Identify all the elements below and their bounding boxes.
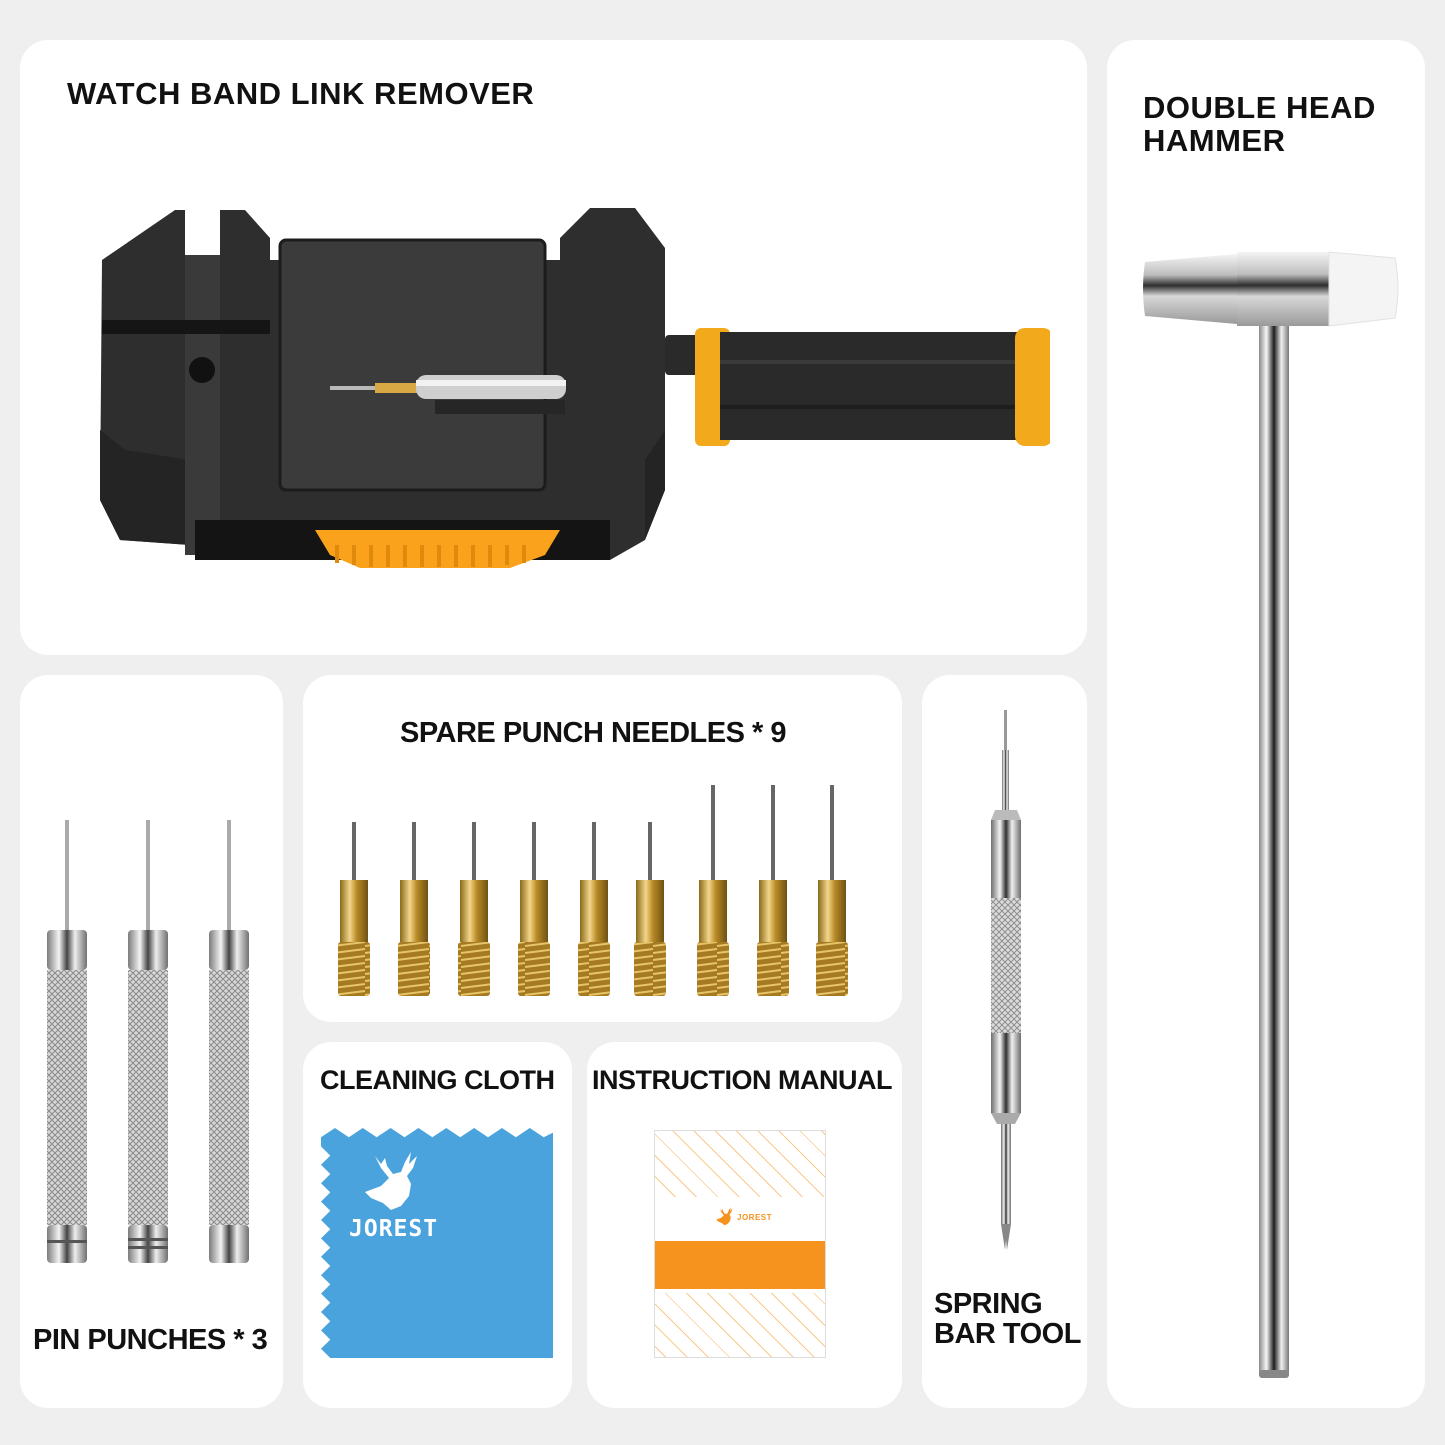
pin-punches-title: PIN PUNCHES * 3: [33, 1324, 268, 1356]
manual-orange-band: [655, 1241, 825, 1289]
needle-1: [338, 822, 370, 996]
cleaning-cloth-panel: CLEANING CLOTH JOREST: [303, 1042, 572, 1408]
spring-bar-title-line2: BAR TOOL: [934, 1318, 1081, 1351]
spring-bar-title: SPRING BAR TOOL: [934, 1289, 1081, 1350]
deer-logo-icon: [716, 1207, 733, 1226]
needle-6: [634, 822, 666, 996]
hammer-title-line1: DOUBLE HEAD: [1143, 90, 1376, 125]
instruction-manual-panel: INSTRUCTION MANUAL JOREST: [587, 1042, 902, 1408]
link-remover-panel: WATCH BAND LINK REMOVER: [20, 40, 1087, 655]
pin-punch-2: [128, 820, 168, 1263]
spare-needles-title: SPARE PUNCH NEEDLES * 9: [400, 717, 787, 749]
cleaning-cloth-image: JOREST: [321, 1128, 553, 1358]
needle-8: [757, 785, 789, 996]
needle-4: [518, 822, 550, 996]
hammer-icon: [1143, 251, 1399, 1378]
cloth-brand: JOREST: [349, 1216, 439, 1242]
link-remover-title: WATCH BAND LINK REMOVER: [67, 76, 535, 111]
pin-punches-panel: PIN PUNCHES * 3: [20, 675, 283, 1408]
deer-logo-icon: [365, 1152, 417, 1210]
link-remover-icon: [100, 208, 1050, 568]
needle-5: [578, 822, 610, 996]
needle-3: [458, 822, 490, 996]
hammer-title-line2: HAMMER: [1143, 122, 1286, 158]
spring-bar-title-line1: SPRING: [934, 1288, 1043, 1320]
hammer-panel: DOUBLE HEAD HAMMER: [1107, 40, 1425, 1408]
pin-punches-icon: [47, 820, 249, 1263]
spare-needles-icon: [338, 785, 848, 996]
instruction-manual-title: INSTRUCTION MANUAL: [592, 1065, 892, 1095]
spring-bar-panel: SPRING BAR TOOL: [922, 675, 1087, 1408]
spring-bar-tool-icon: [991, 710, 1021, 1250]
needle-9: [816, 785, 848, 996]
manual-brand: JOREST: [737, 1213, 773, 1222]
spare-needles-panel: SPARE PUNCH NEEDLES * 9: [303, 675, 902, 1022]
pin-punch-1: [47, 820, 87, 1263]
needle-7: [697, 785, 729, 996]
instruction-manual-image: JOREST: [654, 1130, 826, 1358]
cleaning-cloth-title: CLEANING CLOTH: [320, 1065, 555, 1095]
needle-2: [398, 822, 430, 996]
hammer-title: DOUBLE HEAD HAMMER: [1143, 90, 1376, 158]
pin-punch-3: [209, 820, 249, 1263]
